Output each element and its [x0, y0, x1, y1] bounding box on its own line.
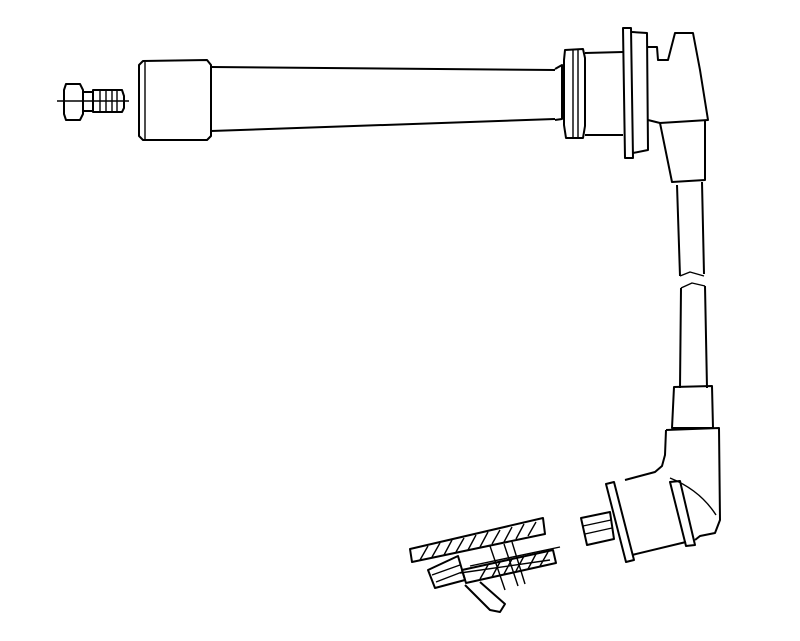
cable-vertical: [676, 181, 708, 389]
coil-boot-head: [554, 27, 709, 183]
spark-plug-terminal: [57, 83, 129, 121]
cable-tube-upper: [210, 66, 556, 132]
coil-boot-lower: [580, 385, 721, 563]
plug-boot: [138, 59, 212, 141]
coil-connector-section: [409, 517, 561, 613]
